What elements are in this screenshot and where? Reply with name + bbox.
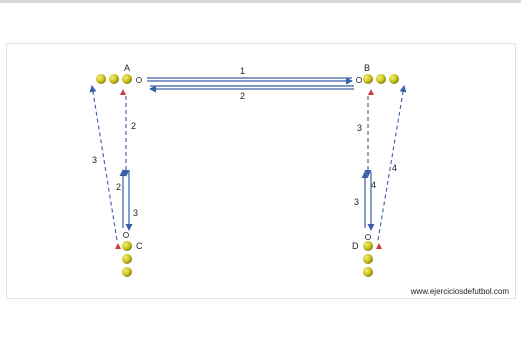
cone-icon	[120, 89, 126, 95]
site-credit: www.ejerciciosdefutbol.com	[410, 287, 509, 296]
player-ball	[363, 241, 373, 251]
player-ball	[376, 74, 386, 84]
soccer-ball-icon	[123, 231, 130, 238]
pass-b-to-a	[149, 85, 354, 93]
station-label-d: D	[352, 241, 359, 251]
station-label-c: C	[136, 241, 143, 251]
cone-icon	[368, 89, 374, 95]
player-ball	[122, 241, 132, 251]
run-d-to-b	[377, 85, 407, 241]
player-ball	[122, 74, 132, 84]
soccer-ball-icon	[364, 233, 371, 240]
pass-number: 3	[354, 197, 359, 207]
player-ball	[363, 254, 373, 264]
pass-number: 2	[240, 91, 245, 101]
player-ball	[122, 254, 132, 264]
run-c-to-a	[89, 85, 118, 241]
player-ball	[389, 74, 399, 84]
pass-number: 4	[392, 163, 397, 173]
pass-a-to-b	[147, 77, 353, 85]
player-ball	[363, 267, 373, 277]
pass-number: 4	[371, 180, 376, 190]
pass-number: 3	[92, 155, 97, 165]
pass-number: 3	[357, 123, 362, 133]
top-border	[0, 0, 521, 3]
station-label-a: A	[124, 63, 130, 73]
station-label-b: B	[364, 63, 370, 73]
pass-number: 2	[116, 182, 121, 192]
soccer-ball-icon	[135, 77, 142, 84]
pass-number: 3	[133, 208, 138, 218]
station-c: C	[115, 231, 143, 277]
station-a: A	[96, 63, 142, 95]
player-ball	[96, 74, 106, 84]
cone-icon	[115, 243, 121, 249]
pass-number: 2	[131, 121, 136, 131]
pass-c-up	[119, 169, 133, 231]
station-b: B	[355, 63, 399, 95]
cone-icon	[376, 243, 382, 249]
pass-number: 1	[240, 66, 245, 76]
station-d: D	[352, 233, 382, 277]
pass-d-up	[361, 171, 375, 231]
soccer-ball-icon	[355, 77, 362, 84]
player-ball	[363, 74, 373, 84]
player-ball	[109, 74, 119, 84]
player-ball	[122, 267, 132, 277]
